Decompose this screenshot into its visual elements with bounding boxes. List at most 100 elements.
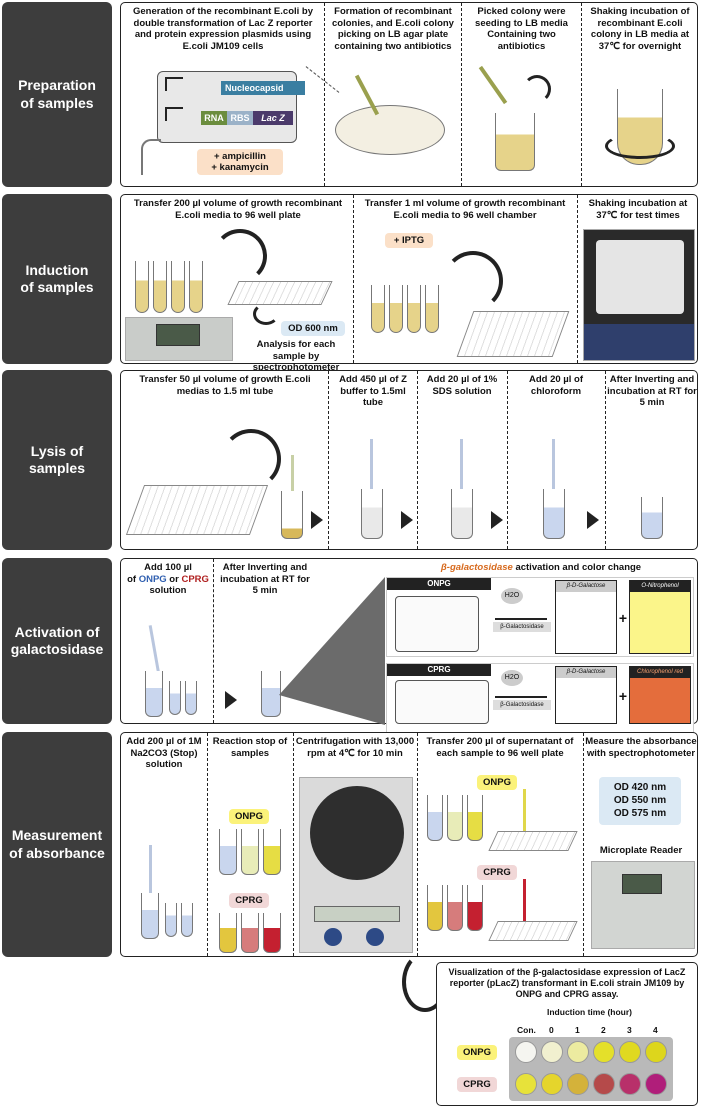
measure-caption-4: Transfer 200 µl of supernatant of each s…: [426, 736, 574, 759]
culture-tube: [407, 285, 421, 333]
cprg-wells: [513, 1073, 669, 1100]
lysis-caption-1: Transfer 50 µl volume of growth E.coli m…: [139, 374, 311, 397]
centrifuge-photo: [299, 777, 413, 953]
onpg-well: [645, 1041, 667, 1063]
microtube: [141, 893, 159, 939]
microtube: [145, 671, 163, 717]
section-label-preparation: Preparation of samples: [2, 2, 112, 187]
promoter-arrow-icon: [165, 107, 183, 121]
cprg-well: [541, 1073, 563, 1095]
cprg-tube: [467, 885, 483, 931]
lacz-block: Lac Z: [253, 111, 293, 125]
microtube: [361, 489, 383, 539]
nitrophenol-label: O-Nitrophenol: [630, 581, 690, 592]
induction-panel: Transfer 200 µl volume of growth recombi…: [120, 194, 698, 373]
measure-caption-1: Add 200 µl of 1M Na2CO3 (Stop) solution: [126, 736, 202, 771]
curved-arrow-icon: [221, 429, 281, 489]
onpg-tube: [447, 795, 463, 841]
agar-plate: [335, 105, 445, 155]
onpg-well: [593, 1041, 615, 1063]
step-arrow-icon: [491, 511, 503, 529]
od-600-label: OD 600 nm: [281, 321, 345, 336]
water-circle: H2O: [501, 670, 523, 686]
nitrophenol-product-box: O-Nitrophenol: [629, 580, 691, 654]
pipette-tip: [523, 879, 526, 923]
microtube: [261, 671, 281, 717]
96-well-plate: [488, 921, 578, 941]
lysis-panel: Transfer 50 µl volume of growth E.coli m…: [120, 370, 698, 550]
galactose-label: β-D-Galactose: [556, 667, 616, 678]
pipette-tip: [523, 789, 526, 833]
culture-tube: [171, 261, 185, 313]
onpg-label: ONPG: [477, 775, 517, 790]
96-well-plate: [488, 831, 578, 851]
promoter-arrow-icon: [165, 77, 183, 91]
measure-caption-5: Measure the absorbance with spectrophoto…: [585, 736, 697, 759]
onpg-well: [567, 1041, 589, 1063]
onpg-tube: [241, 829, 259, 875]
iptg-label: + IPTG: [385, 233, 433, 248]
induction-caption-2: Transfer 1 ml volume of growth recombina…: [364, 198, 566, 221]
od-550-label: OD 550 nm: [613, 795, 667, 806]
enzyme-label: β-Galactosidase: [493, 622, 551, 632]
cprg-tube: [241, 913, 259, 953]
onpg-well: [541, 1041, 563, 1063]
microtube: [165, 903, 177, 937]
water-circle: H2O: [501, 588, 523, 604]
hour-header: 3: [627, 1025, 632, 1035]
curved-arrow-icon: [523, 75, 551, 103]
microtube: [281, 491, 303, 539]
curved-arrow-icon: [213, 229, 267, 283]
pipette-tip: [148, 625, 161, 675]
pipette-tip: [460, 439, 463, 495]
step-arrow-icon: [401, 511, 413, 529]
activation-panel: Add 100 µl of ONPG or CPRG solution Afte…: [120, 558, 698, 743]
spectrophotometer-photo: [125, 317, 233, 361]
section-label-measurement: Measurement of absorbance: [2, 732, 112, 957]
preparation-panel: Generation of the recombinant E.coli by …: [120, 2, 698, 187]
prep-caption-3: Picked colony were seeding to LB media C…: [475, 6, 568, 52]
activation-title: β-galactosidase activation and color cha…: [440, 562, 642, 573]
cprg-structure: [395, 680, 489, 724]
culture-tube: [371, 285, 385, 333]
onpg-tube: [263, 829, 281, 875]
con-header: Con.: [517, 1025, 536, 1035]
cprg-well: [593, 1073, 615, 1095]
induction-caption-1: Transfer 200 µl volume of growth recombi…: [133, 198, 343, 221]
measurement-panel: Add 200 µl of 1M Na2CO3 (Stop) solution …: [120, 732, 698, 957]
step-arrow-icon: [225, 691, 237, 709]
96-well-plate: [227, 281, 333, 305]
cprg-header: CPRG: [387, 664, 491, 676]
culture-tube: [189, 261, 203, 313]
galactose-product-box: β-D-Galactose: [555, 580, 617, 654]
onpg-label: ONPG: [229, 809, 269, 824]
curved-arrow-icon: [402, 952, 448, 1012]
od-420-label: OD 420 nm: [613, 782, 667, 793]
lysis-caption-3: Add 20 µl of 1% SDS solution: [426, 374, 498, 397]
plus-sign: +: [618, 688, 628, 704]
od-readout-box: OD 420 nm OD 550 nm OD 575 nm: [599, 777, 681, 825]
onpg-tube: [467, 795, 483, 841]
microtube: [181, 903, 193, 937]
culture-tube: [425, 285, 439, 333]
curved-arrow-icon: [253, 303, 279, 325]
activation-wedge: [279, 577, 385, 725]
culture-tube: [389, 285, 403, 333]
chlorophenol-label: Chlorophenol red: [630, 667, 690, 678]
culture-tube: [135, 261, 149, 313]
cprg-tube: [447, 885, 463, 931]
analysis-caption: Analysis for each sample by spectrophoto…: [252, 339, 340, 374]
step-arrow-icon: [311, 511, 323, 529]
enzyme-label: β-Galactosidase: [493, 700, 551, 710]
section-label-activation: Activation of galactosidase: [2, 558, 112, 724]
pipette-tip: [370, 439, 373, 495]
chlorophenol-product-box: Chlorophenol red: [629, 666, 691, 724]
cprg-label: CPRG: [477, 865, 517, 880]
cprg-label: CPRG: [229, 893, 269, 908]
cprg-tube: [219, 913, 237, 953]
pipette-tip: [552, 439, 555, 495]
rna-block: RNA: [201, 111, 227, 125]
lysis-caption-2: Add 450 µl of Z buffer to 1.5ml tube: [339, 374, 407, 409]
od-575-label: OD 575 nm: [613, 808, 667, 819]
96-well-chamber: [125, 485, 269, 535]
